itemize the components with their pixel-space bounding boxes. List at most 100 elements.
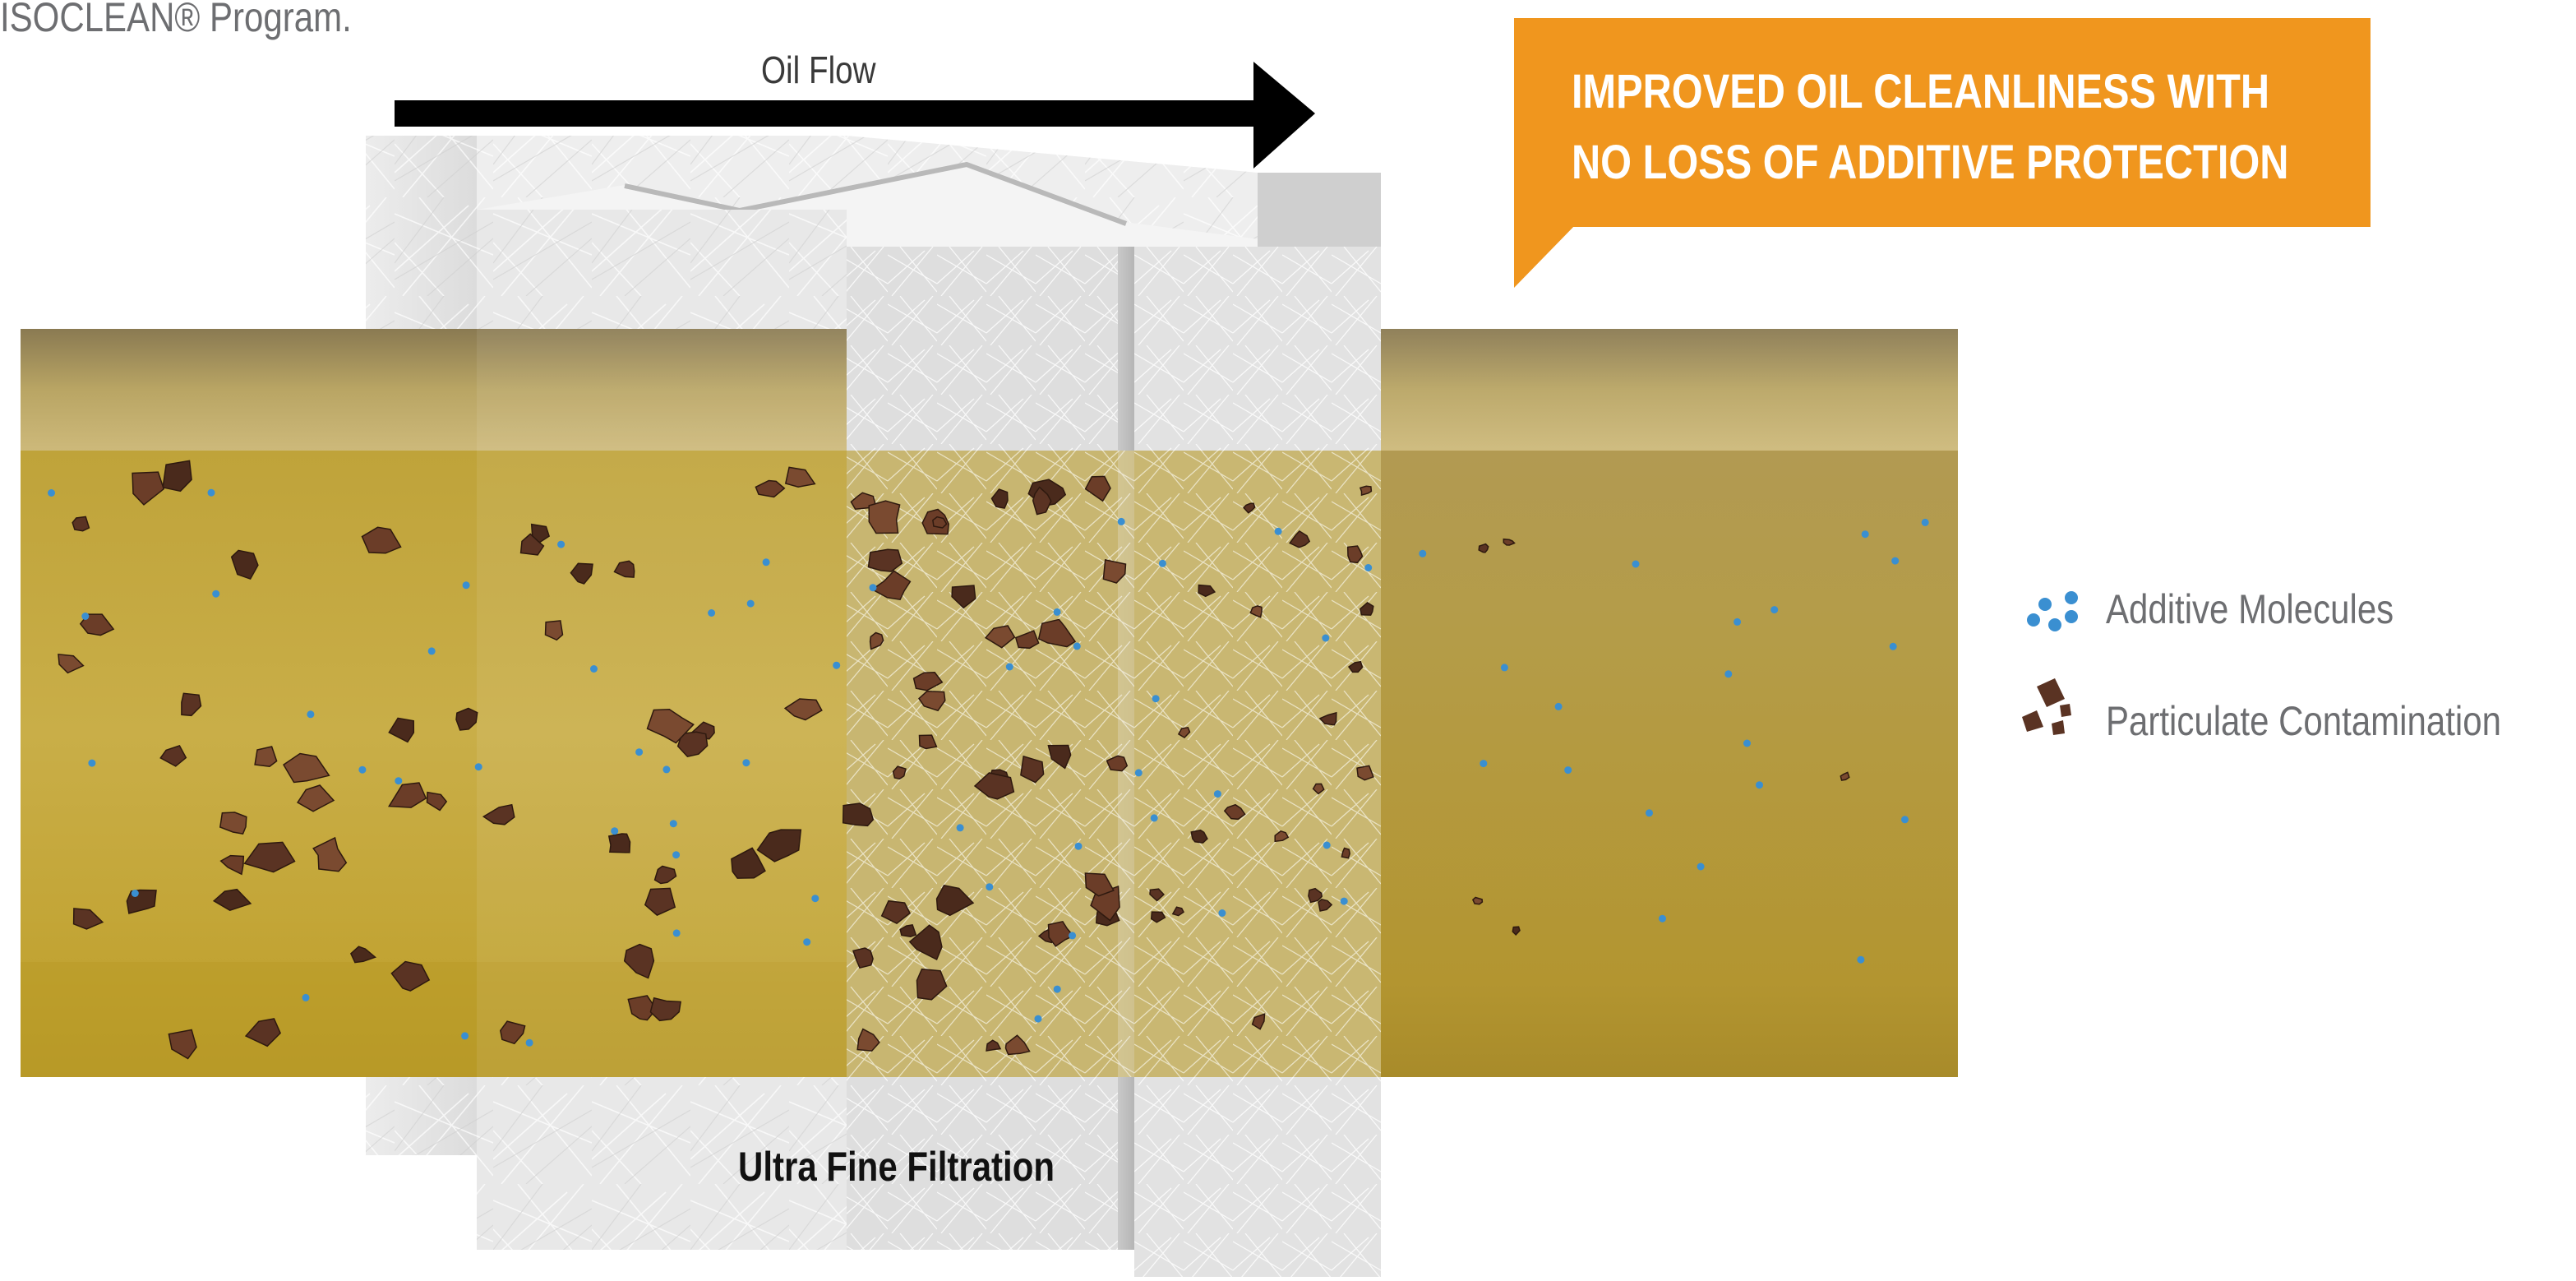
particle (984, 625, 1016, 649)
particle (646, 709, 695, 744)
particle (1084, 475, 1111, 502)
particle (1037, 618, 1077, 648)
molecule (1034, 1015, 1042, 1023)
particle (756, 829, 802, 862)
molecule (525, 1038, 533, 1047)
particle (58, 653, 85, 674)
molecule (1724, 670, 1733, 678)
molecule (1053, 985, 1061, 993)
particle (676, 731, 709, 758)
oil-left (21, 329, 847, 1077)
particle (613, 560, 635, 578)
particle (212, 888, 252, 912)
molecule (1756, 781, 1763, 789)
particle (868, 500, 901, 534)
particle (916, 968, 948, 1001)
particle (1360, 601, 1374, 616)
particle (349, 946, 376, 964)
molecule (1480, 760, 1488, 768)
particle (1171, 906, 1184, 917)
particle (297, 784, 335, 812)
molecule (742, 759, 750, 767)
molecule (1069, 932, 1077, 940)
molecule (708, 609, 716, 617)
molecule (1500, 664, 1508, 672)
molecule (746, 599, 755, 608)
particle (1503, 538, 1516, 546)
particle (361, 526, 402, 554)
particle (570, 562, 593, 585)
particle (1177, 726, 1191, 739)
particle (644, 887, 676, 916)
particle (870, 570, 912, 601)
molecule (869, 584, 877, 592)
particle (1308, 887, 1323, 904)
particle (1341, 847, 1350, 859)
molecule (1323, 841, 1331, 849)
particle (1014, 630, 1040, 650)
molecule (1857, 955, 1865, 964)
particle (1047, 744, 1072, 770)
molecule (672, 929, 681, 937)
molecule (1158, 559, 1166, 567)
caption-text: ISOCLEAN® Program. (0, 0, 352, 40)
molecule (1005, 663, 1013, 671)
molecule (672, 851, 681, 859)
legend-additive-label: Additive Molecules (2106, 586, 2394, 632)
particle (388, 782, 427, 808)
particle (1223, 803, 1246, 821)
molecule (1074, 842, 1083, 850)
particle (842, 802, 875, 827)
particle (426, 791, 448, 812)
callout-line-2: NO LOSS OF ADDITIVE PROTECTION (1572, 136, 2289, 189)
molecule (427, 647, 436, 655)
molecule (803, 938, 811, 946)
molecule (461, 1032, 469, 1040)
particle (1150, 911, 1166, 923)
molecule (1073, 642, 1081, 650)
molecule (1697, 862, 1705, 871)
molecule (212, 590, 220, 598)
particle (1356, 765, 1374, 781)
particle (388, 717, 415, 743)
particle (856, 1028, 880, 1052)
callout-line-1: IMPROVED OIL CLEANLINESS WITH (1572, 65, 2270, 118)
oil-right (1381, 329, 1958, 1077)
particle (1084, 872, 1115, 897)
particle (1359, 485, 1373, 497)
molecule (207, 488, 215, 497)
molecule (1152, 695, 1160, 703)
particle (1243, 502, 1256, 514)
particle (649, 997, 681, 1022)
particle (282, 752, 330, 784)
particle (908, 924, 943, 961)
molecule (669, 820, 677, 828)
particle (1190, 829, 1208, 844)
particle (1347, 660, 1364, 673)
molecule (635, 748, 644, 756)
particle (519, 533, 545, 556)
particle (1289, 530, 1311, 548)
particle (244, 1018, 281, 1047)
particle (390, 960, 431, 992)
particle (867, 548, 903, 572)
particle (1318, 711, 1337, 726)
particle (219, 812, 247, 835)
molecule (1733, 617, 1742, 626)
particle (951, 585, 976, 609)
molecule (1743, 739, 1751, 747)
molecule (1322, 634, 1330, 642)
filter-label: Ultra Fine Filtration (738, 1144, 1055, 1190)
particle (168, 1029, 197, 1060)
particle (254, 746, 278, 767)
molecule (833, 661, 841, 669)
particle (627, 995, 656, 1021)
particle (72, 908, 104, 930)
particle (869, 631, 884, 650)
molecule (1770, 606, 1779, 614)
molecule (557, 540, 566, 548)
particle (230, 549, 259, 580)
molecule (1901, 816, 1909, 824)
